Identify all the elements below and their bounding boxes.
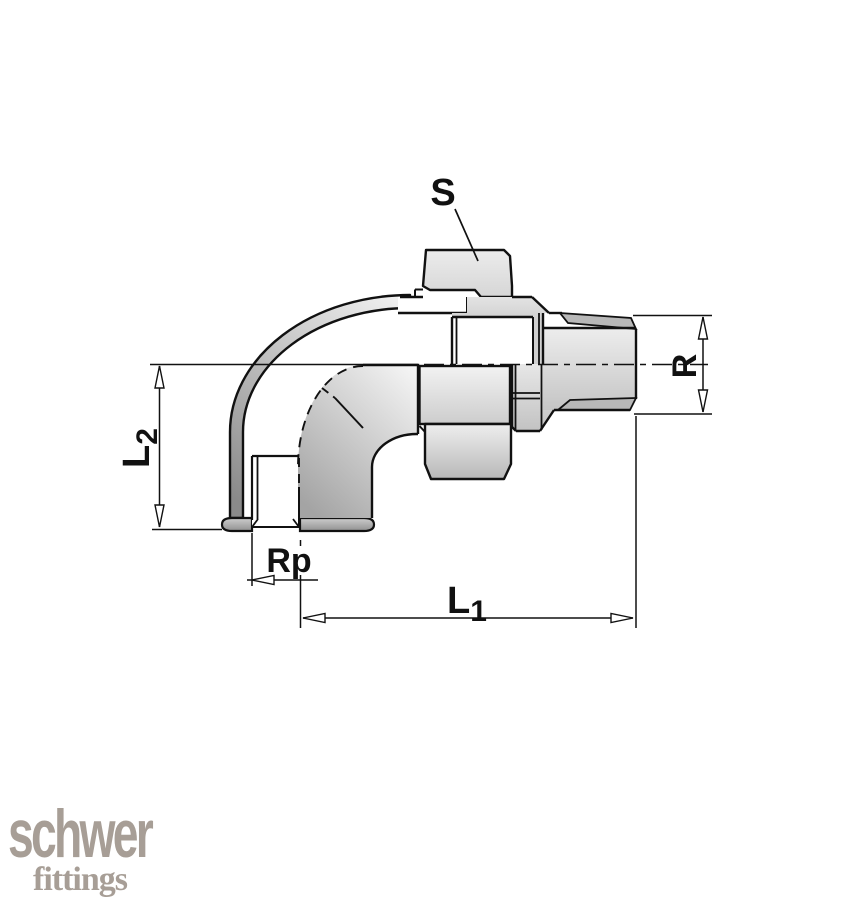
body-column [533,313,543,364]
dimension-l2 [152,365,222,531]
hidden-lines [297,365,364,487]
union-nut-top [421,248,514,299]
logo-brand-text: schwer [8,796,154,872]
union-section-lines [450,315,534,364]
dimension-r [633,314,712,415]
arrow-down [697,389,709,413]
male-thread [543,328,636,410]
elbow-bore [298,365,418,518]
arrow-up [697,316,709,340]
dimension-l1 [302,416,637,628]
arrow-up [154,365,165,389]
body-collar [452,297,549,317]
label-r: R [666,354,704,379]
arrow-left [251,574,275,586]
label-l2: L2 [116,428,164,468]
label-rp: Rp [266,542,311,580]
label-s: S [430,172,455,214]
label-l1: L1 [447,580,487,628]
logo-sub-text: fittings [33,861,128,898]
union-nut-face [423,422,513,481]
union-body [450,295,638,433]
thread-chamfer-top [558,311,638,331]
union-nut [418,364,513,481]
nipple-hex [512,364,554,431]
female-port [252,456,300,527]
flange-bead-left [220,516,254,533]
union-section-white [452,317,533,364]
flange-band [398,297,467,313]
arrow-right [610,612,634,624]
arrow-left [302,612,326,624]
thread-chamfer-bottom [555,397,638,411]
dimension-rp [247,533,318,628]
arrow-down [154,504,165,528]
flange-bead-right [298,516,376,533]
female-port-thread-lines [250,454,300,528]
elbow-body [220,293,420,533]
union-nut-band [418,364,512,426]
body-outline-lines [510,295,638,433]
leader-s [454,208,479,262]
